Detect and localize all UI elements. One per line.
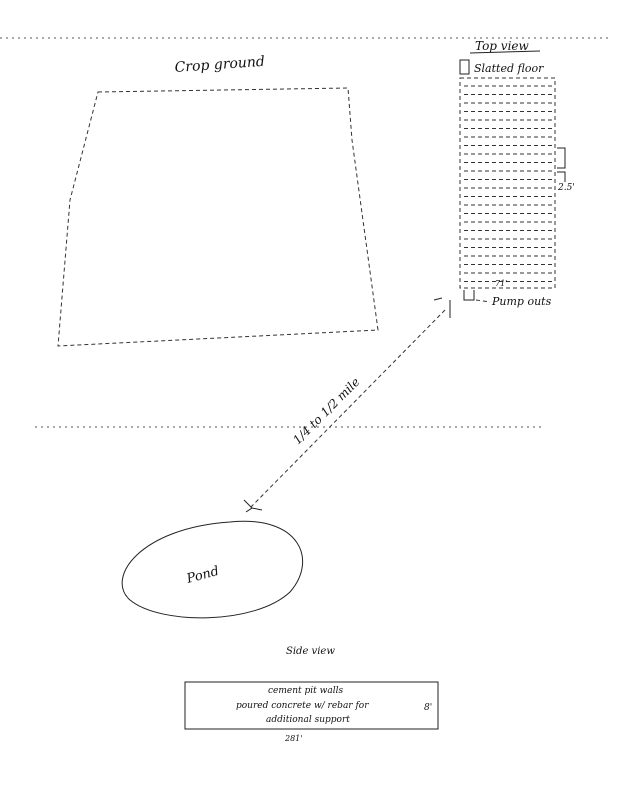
side-view-line-2: poured concrete w/ rebar for xyxy=(236,701,369,711)
pump-out-box xyxy=(463,290,475,301)
slat-width-label: 2.5' xyxy=(557,183,575,193)
slats xyxy=(464,85,552,282)
top-view-title: Top view xyxy=(475,39,530,53)
pond-label: Pond xyxy=(184,564,220,587)
pump-outs-label: Pump outs xyxy=(491,295,552,308)
side-view-line-3: additional support xyxy=(266,715,350,725)
slatted-floor-marker xyxy=(459,59,470,75)
bottom-dimension-label: 71' xyxy=(495,279,507,288)
slat-dimension-bracket xyxy=(557,147,566,182)
side-view-line-1: cement pit walls xyxy=(268,686,343,696)
pipe-end-arrow xyxy=(243,499,263,513)
pit-top-view xyxy=(459,77,556,289)
crop-ground-area xyxy=(57,87,379,347)
top-view-underline xyxy=(469,50,541,54)
side-view-box xyxy=(184,681,439,730)
crop-ground-label: Crop ground xyxy=(174,54,265,76)
pond-outline xyxy=(121,520,304,619)
slatted-floor-label: Slatted floor xyxy=(474,62,544,75)
width-dimension: 281' xyxy=(284,734,302,743)
side-view-title: Side view xyxy=(286,646,335,657)
height-dimension: 8' xyxy=(424,703,432,713)
pump-arrow xyxy=(475,299,491,303)
distance-label: 1/4 to 1/2 mile xyxy=(290,375,362,447)
pipe-start-mark xyxy=(433,297,451,318)
pipe-line xyxy=(249,309,446,509)
